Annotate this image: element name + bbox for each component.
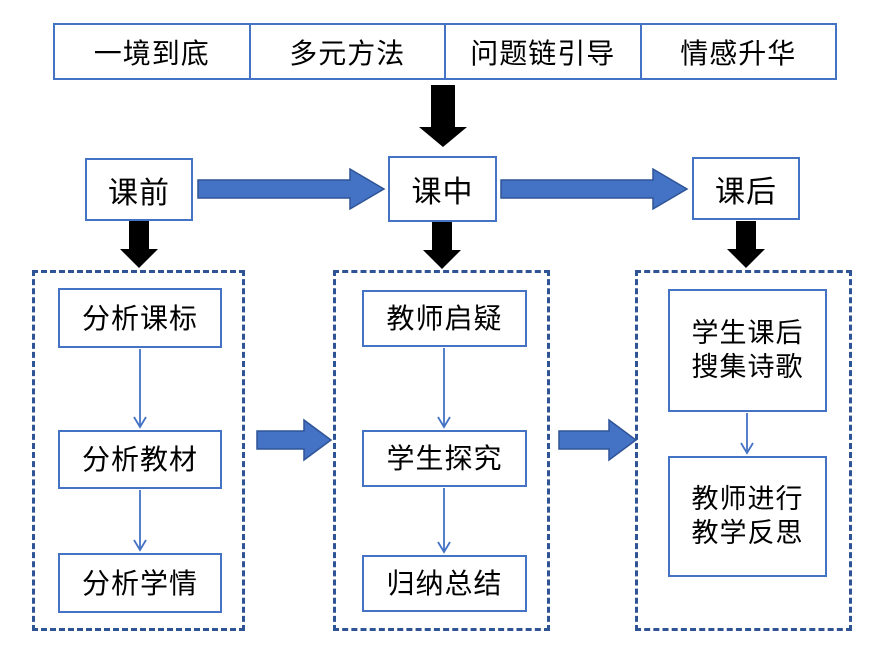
strategy-cell-question-chain: 问题链引导 [446,25,642,78]
right-arrow-icon [256,418,333,462]
connector-down-arrow-icon [133,490,147,552]
phase-box-pre: 课前 [85,158,193,221]
strategy-cell-context: 一境到底 [55,25,251,78]
step-student-inquiry: 学生探究 [362,430,527,487]
step-teacher-questions: 教师启疑 [362,290,527,347]
right-arrow-icon [197,167,386,211]
right-arrow-icon [558,418,638,462]
step-analyze-textbook: 分析教材 [58,430,222,489]
connector-down-arrow-icon [437,348,451,429]
strategy-cell-methods: 多元方法 [251,25,446,78]
strategy-banner: 一境到底 多元方法 问题链引导 情感升华 [53,23,837,80]
step-analyze-learners: 分析学情 [58,553,222,613]
phase-box-mid: 课中 [388,156,497,222]
mid-phase-group [333,270,550,631]
down-arrow-icon [727,221,765,268]
down-arrow-icon [423,222,461,269]
right-arrow-icon [500,167,689,211]
pre-phase-group [32,270,245,631]
step-teacher-reflection: 教师进行 教学反思 [668,456,827,577]
strategy-cell-emotion: 情感升华 [680,37,797,69]
phase-box-post: 课后 [692,157,800,220]
connector-down-arrow-icon [133,349,147,429]
step-analyze-standards: 分析课标 [58,288,222,348]
post-phase-group [635,270,852,631]
step-summarize: 归纳总结 [362,555,527,612]
connector-down-arrow-icon [740,413,754,455]
step-students-collect-poems: 学生课后 搜集诗歌 [668,289,827,412]
connector-down-arrow-icon [437,488,451,554]
down-arrow-icon [120,221,158,268]
down-arrow-icon [419,85,467,147]
